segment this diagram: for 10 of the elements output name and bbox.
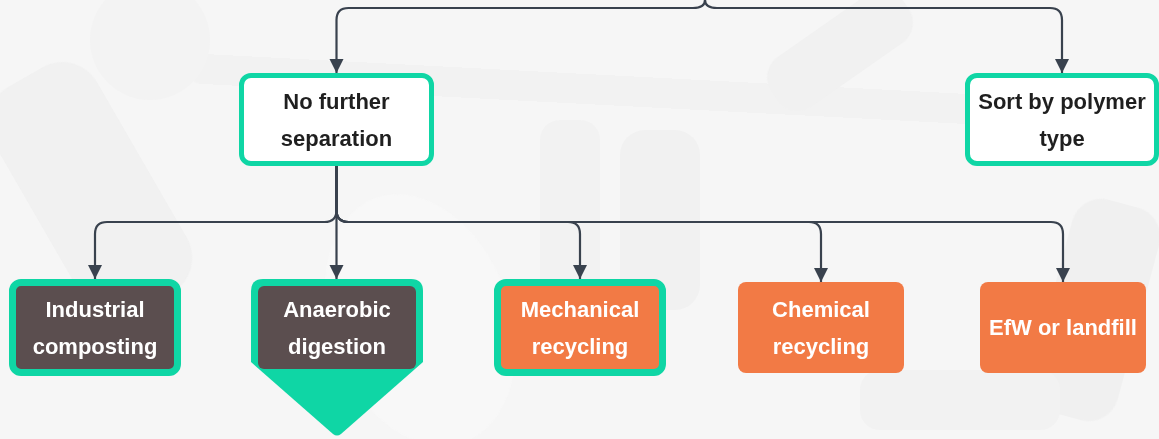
process-box: Industrial composting: [9, 279, 181, 376]
process-box: EfW or landfill: [980, 282, 1146, 373]
process-box: Sort by polymer type: [965, 73, 1159, 166]
process-box: Mechanical recycling: [494, 279, 666, 376]
process-box: Anaerobic digestion: [258, 286, 416, 369]
pointer-shape: [251, 279, 423, 437]
process-box: No further separation: [239, 73, 434, 166]
arrow: [703, 0, 1070, 73]
arrow: [329, 0, 707, 73]
process-box: Chemical recycling: [738, 282, 904, 373]
